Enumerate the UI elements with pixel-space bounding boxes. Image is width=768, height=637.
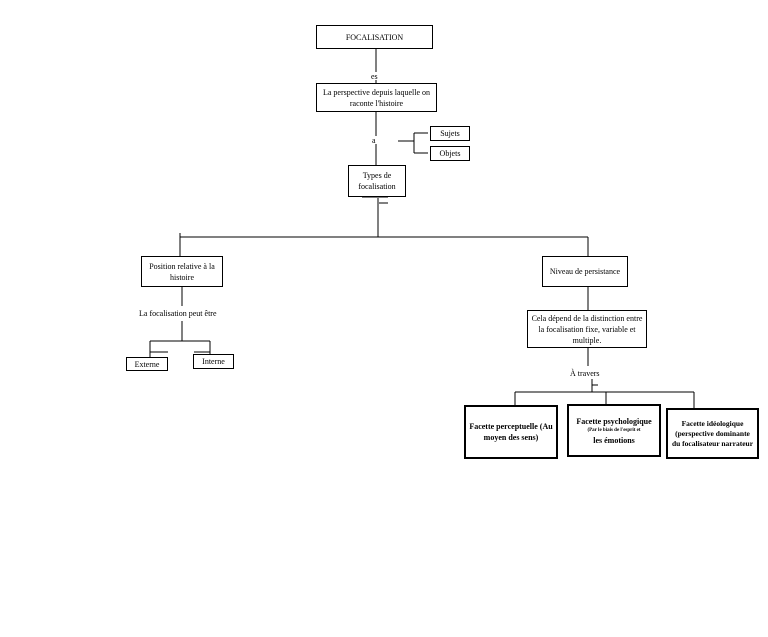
psychologique-title: Facette psychologique [576,416,652,426]
perceptuelle-text: Facette perceptuelle (Au moyen des sens) [469,422,553,442]
ideologique-box: Facette idéologique (perspective dominan… [666,408,759,459]
externe-box: Externe [126,357,168,371]
objets-box: Objets [430,146,470,161]
definition-box: La perspective depuis laquelle on racont… [316,83,437,112]
focalisation-title: FOCALISATION [345,32,404,42]
edge-label-es: es [371,72,378,81]
sujets-text: Sujets [440,129,460,138]
perceptuelle-box: Facette perceptuelle (Au moyen des sens) [464,405,558,459]
position-text: Position relative à la histoire [149,261,215,282]
psychologique-box: Facette psychologique (Par le biais de l… [567,404,661,457]
ideologique-text: Facette idéologique (perspective dominan… [671,418,754,448]
psychologique-end: les émotions [593,435,635,445]
distinction-box: Cela dépend de la distinction entre la f… [527,310,647,348]
types-box: Types de focalisation [348,165,406,197]
interne-text: Interne [202,357,225,366]
focalisation-root-box: FOCALISATION [316,25,433,49]
niveau-text: Niveau de persistance [549,267,621,276]
a-travers-label: À travers [570,369,600,378]
distinction-text: Cela dépend de la distinction entre la f… [531,313,643,345]
position-edge-label: La focalisation peut être [139,309,217,318]
types-text: Types de focalisation [358,171,396,191]
psychologique-subtitle: (Par le biais de l'esprit et [587,427,641,433]
edge-label-a: a [372,136,376,145]
objets-text: Objets [439,149,461,158]
niveau-box: Niveau de persistance [542,256,628,287]
sujets-box: Sujets [430,126,470,141]
interne-box: Interne [193,354,234,369]
definition-text: La perspective depuis laquelle on racont… [322,87,431,108]
externe-text: Externe [134,359,160,369]
position-box: Position relative à la histoire [141,256,223,287]
